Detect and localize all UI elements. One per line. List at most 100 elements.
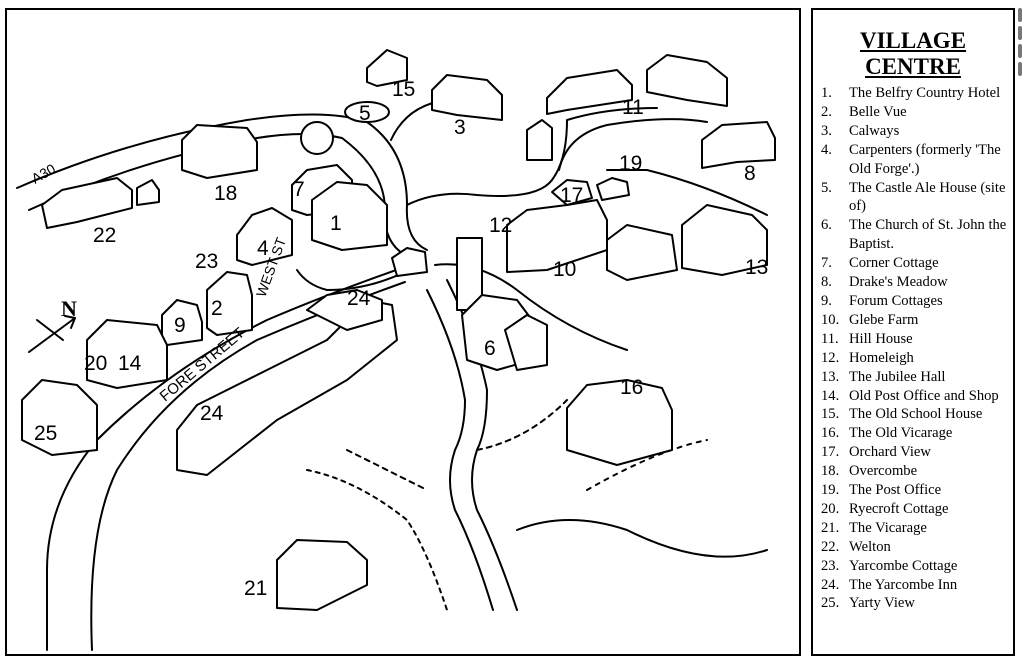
legend-item-number: 11.: [821, 330, 839, 347]
legend-item: 22. Welton: [821, 538, 1009, 557]
legend-item: 12. Homeleigh: [821, 349, 1009, 368]
legend-panel: VILLAGE CENTRE 1. The Belfry Country Hote…: [811, 8, 1015, 656]
legend-item-number: 20.: [821, 500, 840, 517]
legend-item: 25.Yarty View: [821, 594, 1009, 613]
label-8: 8: [744, 162, 756, 185]
legend-item-number: 16.: [821, 425, 840, 442]
legend-item-name: Corner Cottage: [849, 255, 939, 272]
legend-item-name: Homeleigh: [849, 349, 914, 366]
legend-item: 1. The Belfry Country Hotel: [821, 84, 1009, 103]
label-3: 3: [454, 116, 466, 139]
legend-item-number: 14.: [821, 387, 840, 404]
legend-item-number: 24.: [821, 576, 840, 593]
legend-item: 21.The Vicarage: [821, 519, 1009, 538]
legend-item-name: Yarcombe Cottage: [849, 557, 958, 574]
legend-item: 16. The Old Vicarage: [821, 424, 1009, 443]
village-map: A30 FORE STREET WEST ST N 1 2 3 4 5 6 7 …: [5, 8, 801, 656]
legend-item-number: 15.: [821, 406, 840, 423]
legend-item-number: 19.: [821, 482, 840, 499]
legend-item: 9. Forum Cottages: [821, 292, 1009, 311]
label-14: 14: [118, 352, 142, 375]
legend-item: 13. The Jubilee Hall: [821, 368, 1009, 387]
legend-title-line1: VILLAGE: [859, 28, 967, 53]
label-16: 16: [620, 376, 643, 399]
legend-item: 11. Hill House: [821, 330, 1009, 349]
legend-item: 15. The Old School House: [821, 405, 1009, 424]
legend-item-name: Orchard View: [849, 444, 931, 461]
legend-item: 14. Old Post Office and Shop: [821, 387, 1009, 406]
legend-item-name: Hill House: [849, 330, 913, 347]
legend-item: 6. The Church of St. John the Baptist.: [821, 216, 1009, 254]
legend-item: 24. The Yarcombe Inn: [821, 576, 1009, 595]
legend-item-name: The Castle Ale House (site of): [849, 179, 1006, 215]
legend-list: 1. The Belfry Country Hotel 2. Belle Vue 3.C…: [813, 84, 1013, 613]
label-13: 13: [745, 256, 768, 279]
legend-item: 7. Corner Cottage: [821, 254, 1009, 273]
legend-item-name: Ryecroft Cottage: [849, 500, 949, 517]
legend-item-name: Glebe Farm: [849, 311, 919, 328]
legend-title-line2: CENTRE: [865, 54, 961, 79]
legend-item: 19.The Post Office: [821, 481, 1009, 500]
legend-item-number: 9.: [821, 292, 832, 309]
legend-item-number: 1.: [821, 85, 832, 101]
label-24-upper: 24: [347, 287, 371, 310]
label-23: 23: [195, 250, 218, 273]
legend-item: 5. The Castle Ale House (site of): [821, 179, 1009, 217]
label-4: 4: [257, 237, 269, 260]
legend-item-number: 25.: [821, 595, 840, 612]
legend-item-number: 12.: [821, 349, 840, 366]
legend-item-number: 23.: [821, 557, 840, 574]
north-arrow-icon: [28, 315, 76, 353]
legend-item: 2. Belle Vue: [821, 103, 1009, 122]
legend-item-name: The Old Vicarage: [849, 425, 953, 442]
legend-item: 10.Glebe Farm: [821, 311, 1009, 330]
legend-item-name: Drake's Meadow: [849, 274, 948, 291]
legend-item-number: 4.: [821, 141, 832, 158]
legend-item: 4. Carpenters (formerly 'The Old Forge'.): [821, 141, 1009, 179]
label-12: 12: [489, 214, 512, 237]
legend-item-number: 17.: [821, 444, 840, 461]
buildings: [21, 49, 776, 611]
building-labels: 1 2 3 4 5 6 7 8 9 10 11 12 13 14 15 16 1…: [34, 78, 768, 600]
legend-item-name: The Belfry Country Hotel: [849, 85, 1001, 101]
label-19: 19: [619, 152, 642, 175]
legend-item-number: 2.: [821, 103, 832, 120]
label-6: 6: [484, 337, 496, 360]
legend-item-name: The Vicarage: [849, 519, 927, 536]
legend-item-name: Overcombe: [849, 463, 918, 480]
legend-item-number: 7.: [821, 255, 832, 272]
legend-item-name: The Yarcombe Inn: [849, 576, 958, 593]
label-21: 21: [244, 577, 267, 600]
legend-item-name: Forum Cottages: [849, 292, 943, 309]
legend-item-name: Welton: [849, 538, 891, 555]
label-2: 2: [211, 297, 223, 320]
legend-item-name: The Church of St. John the Baptist.: [849, 217, 1007, 253]
legend-item-number: 5.: [821, 179, 832, 196]
label-18: 18: [214, 182, 237, 205]
legend-item-number: 8.: [821, 274, 832, 291]
legend-item-name: The Old School House: [849, 406, 983, 423]
legend-item: 18.Overcombe: [821, 462, 1009, 481]
label-10: 10: [553, 258, 576, 281]
legend-item: 3.Calways: [821, 122, 1009, 141]
legend-item-number: 22.: [821, 538, 840, 555]
label-5: 5: [359, 102, 371, 125]
label-24-lower: 24: [200, 402, 224, 425]
legend-item-number: 13.: [821, 368, 840, 385]
label-15: 15: [392, 78, 415, 101]
legend-item-name: Belle Vue: [849, 103, 907, 120]
label-25: 25: [34, 422, 57, 445]
legend-item: 17. Orchard View: [821, 443, 1009, 462]
label-17: 17: [560, 184, 583, 207]
legend-item-number: 6.: [821, 217, 832, 234]
map-drawing: A30 FORE STREET WEST ST N 1 2 3 4 5 6 7 …: [16, 49, 776, 651]
label-9: 9: [174, 314, 186, 337]
road-label-a30: A30: [29, 160, 59, 186]
legend-item: 23. Yarcombe Cottage: [821, 557, 1009, 576]
label-22: 22: [93, 224, 116, 247]
legend-item: 8. Drake's Meadow: [821, 273, 1009, 292]
legend-item-name: The Jubilee Hall: [849, 368, 946, 385]
legend-item-name: Carpenters (formerly 'The Old Forge'.): [849, 141, 1001, 177]
legend-item-name: Old Post Office and Shop: [849, 387, 999, 404]
page-edge-mark: [1018, 8, 1024, 78]
